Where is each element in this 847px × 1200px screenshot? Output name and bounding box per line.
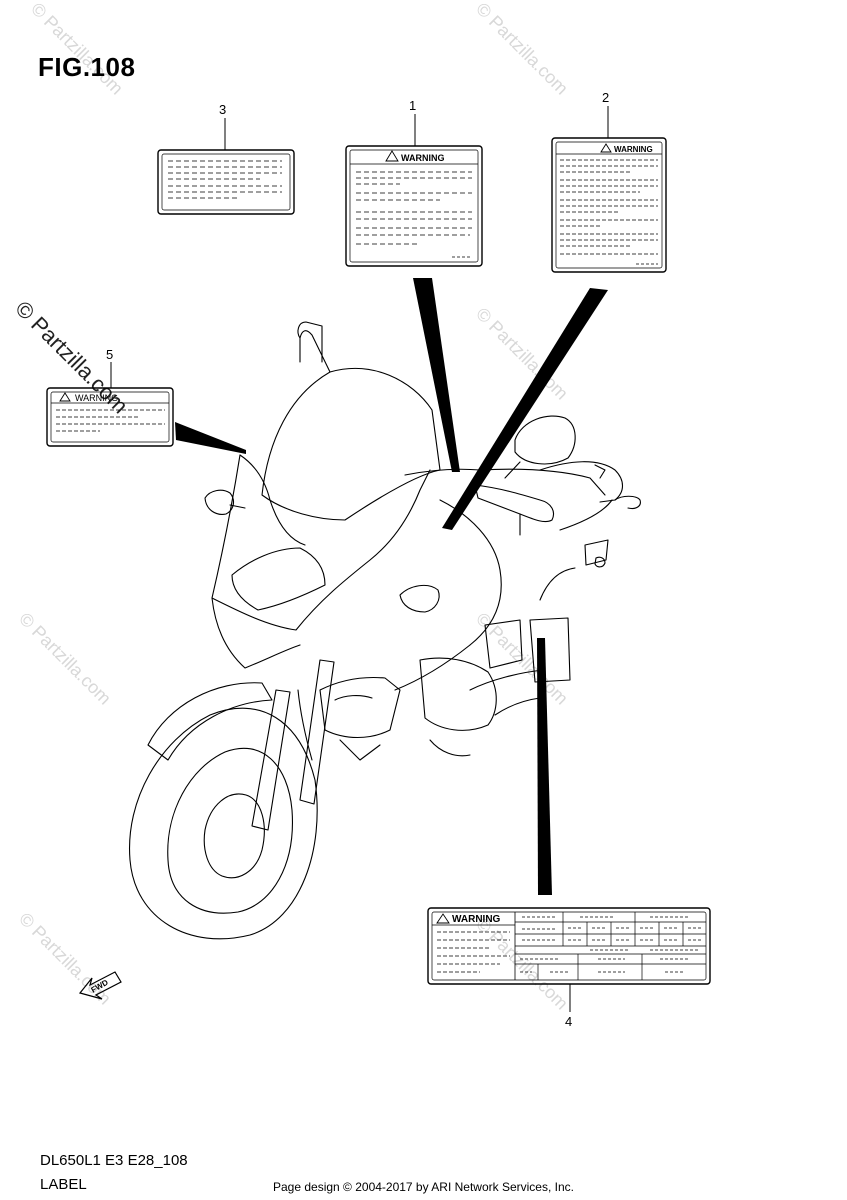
warning-triangle-icon	[436, 913, 450, 924]
callout-number-5: 5	[106, 347, 113, 362]
figure-title: FIG.108	[38, 52, 136, 82]
pointer-label-4	[537, 638, 552, 895]
watermark-text: © Partzilla.com	[15, 909, 115, 1009]
pointer-label-5	[175, 422, 246, 454]
footer-copyright: Page design © 2004-2017 by ARI Network S…	[272, 1180, 574, 1194]
watermark-text: © Partzilla.com	[472, 0, 572, 99]
label-4: WARNING	[427, 907, 711, 1029]
label-5-warning-text: WARNING	[75, 393, 118, 403]
motorcycle-drawing	[128, 321, 641, 940]
pointer-label-2	[442, 288, 608, 530]
warning-triangle-icon	[600, 143, 612, 153]
callout-number-1: 1	[409, 98, 416, 113]
label-4-warning-text: WARNING	[452, 914, 501, 925]
warning-triangle-icon	[59, 392, 71, 402]
watermark-text: © Partzilla.com	[15, 609, 115, 709]
forward-direction-marker: FWD	[78, 971, 122, 1000]
label-5: 5 WARNING	[46, 347, 174, 447]
model-code: DL650L1 E3 E28_108	[40, 1152, 188, 1169]
callout-number-4: 4	[565, 1014, 572, 1029]
section-name: LABEL	[40, 1176, 87, 1193]
callout-number-3: 3	[219, 102, 226, 117]
label-2: 2 WARNING	[551, 90, 667, 273]
label-1-warning-text: WARNING	[401, 153, 445, 163]
label-1: 1 WARNING	[345, 98, 483, 267]
watermark-text: © Partzilla.com	[27, 0, 127, 99]
warning-triangle-icon	[385, 150, 399, 162]
pointer-wedges	[175, 278, 608, 895]
label-3: 3	[157, 102, 295, 215]
pointer-label-1	[413, 278, 460, 472]
label-2-warning-text: WARNING	[614, 145, 653, 154]
callout-number-2: 2	[602, 90, 609, 105]
forward-arrow-icon	[78, 971, 122, 1000]
